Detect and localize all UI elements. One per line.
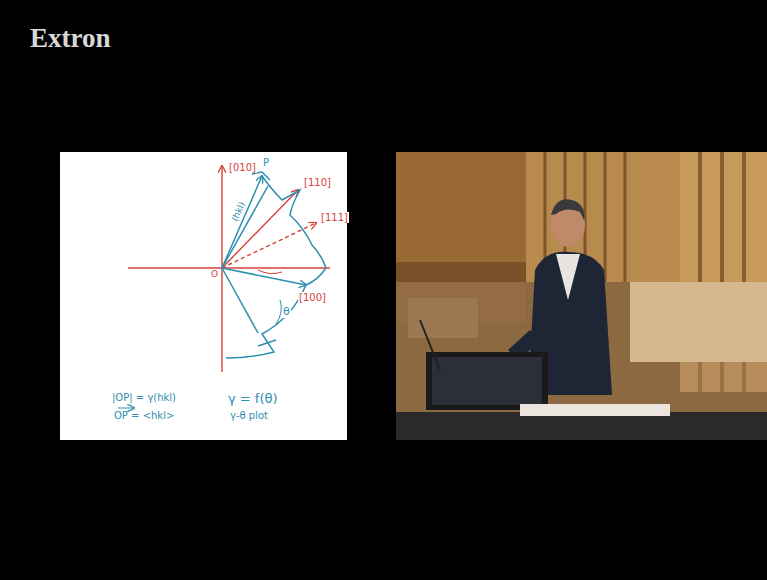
crystal-axes <box>128 166 330 372</box>
direction-label: [100] <box>298 292 327 303</box>
direction-label: [110] <box>303 177 332 188</box>
whiteboard-panel <box>60 152 347 440</box>
lecturer-photo <box>396 152 767 440</box>
origin-label: O <box>210 270 219 280</box>
logo-watermark: Extron <box>30 24 111 54</box>
angle-label: θ <box>282 306 291 318</box>
direction-label: [111] <box>320 212 349 223</box>
equation-note: γ = f(θ) <box>228 392 278 406</box>
equation-note: OP = <hkl> <box>114 410 174 421</box>
vector-arrow <box>118 408 134 409</box>
point-label: P <box>262 157 270 168</box>
equation-note: |OP| = γ(hkl) <box>112 392 176 403</box>
equation-note: γ-θ plot <box>230 410 268 421</box>
gamma-plot <box>222 172 326 358</box>
direction-label: [010] <box>228 162 257 173</box>
